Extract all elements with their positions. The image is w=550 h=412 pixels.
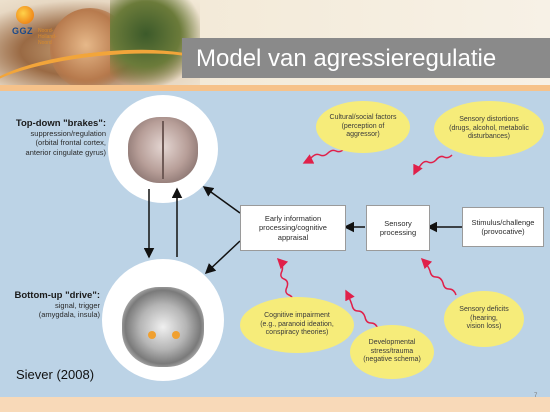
slide-title: Model van agressieregulatie [196,45,497,72]
cultural-factors-ellipse: Cultural/social factors (perception of a… [316,101,410,153]
figure-arrows [143,148,462,330]
wavy-arrow-sensory-distortions [413,154,453,176]
wavy-arrow-cultural [302,148,345,164]
developmental-stress-ellipse: Developmental stress/trauma (negative sc… [350,325,434,379]
arrow-to-top-brain [202,186,241,214]
sensory-deficits-ellipse: Sensory deficits (hearing, vision loss) [444,291,524,347]
logo-mark-icon [16,6,34,24]
accent-bar-bottom [0,397,550,412]
model-figure: Top-down "brakes": suppression/regulatio… [0,91,550,397]
top-brain-image [128,117,198,183]
sensory-processing-box: Sensory processing [366,205,430,251]
page-number: 7 [534,393,538,399]
logo-text: GGZ [12,26,33,36]
wavy-arrow-sensory-deficits [420,257,457,296]
bottom-brain-image [122,287,204,367]
amygdala-right-hotspot [172,331,180,339]
amygdala-left-hotspot [148,331,156,339]
arrow-to-bottom-brain [204,240,241,275]
wavy-arrow-cognitive [276,257,294,304]
cognitive-impairment-ellipse: Cognitive impairment (e.g., paranoid ide… [240,297,354,353]
wavy-arrow-developmental [345,289,379,330]
early-processing-box: Early information processing/cognitive a… [240,205,346,251]
top-down-label: Top-down "brakes": suppression/regulatio… [15,118,106,157]
sensory-distortions-ellipse: Sensory distortions (drugs, alcohol, met… [434,101,544,157]
logo-subtext: Noord-Holland-Noord [38,28,57,46]
stimulus-box: Stimulus/challenge (provocative) [462,207,544,247]
citation: Siever (2008) [16,367,95,382]
accent-bar-top [0,85,550,91]
slide-header: GGZ Noord-Holland-Noord Model van agress… [0,0,550,85]
title-banner: Model van agressieregulatie [182,38,550,78]
ggz-logo: GGZ Noord-Holland-Noord [8,4,57,46]
bottom-up-label: Bottom-up "drive": signal, trigger (amyg… [14,290,100,319]
